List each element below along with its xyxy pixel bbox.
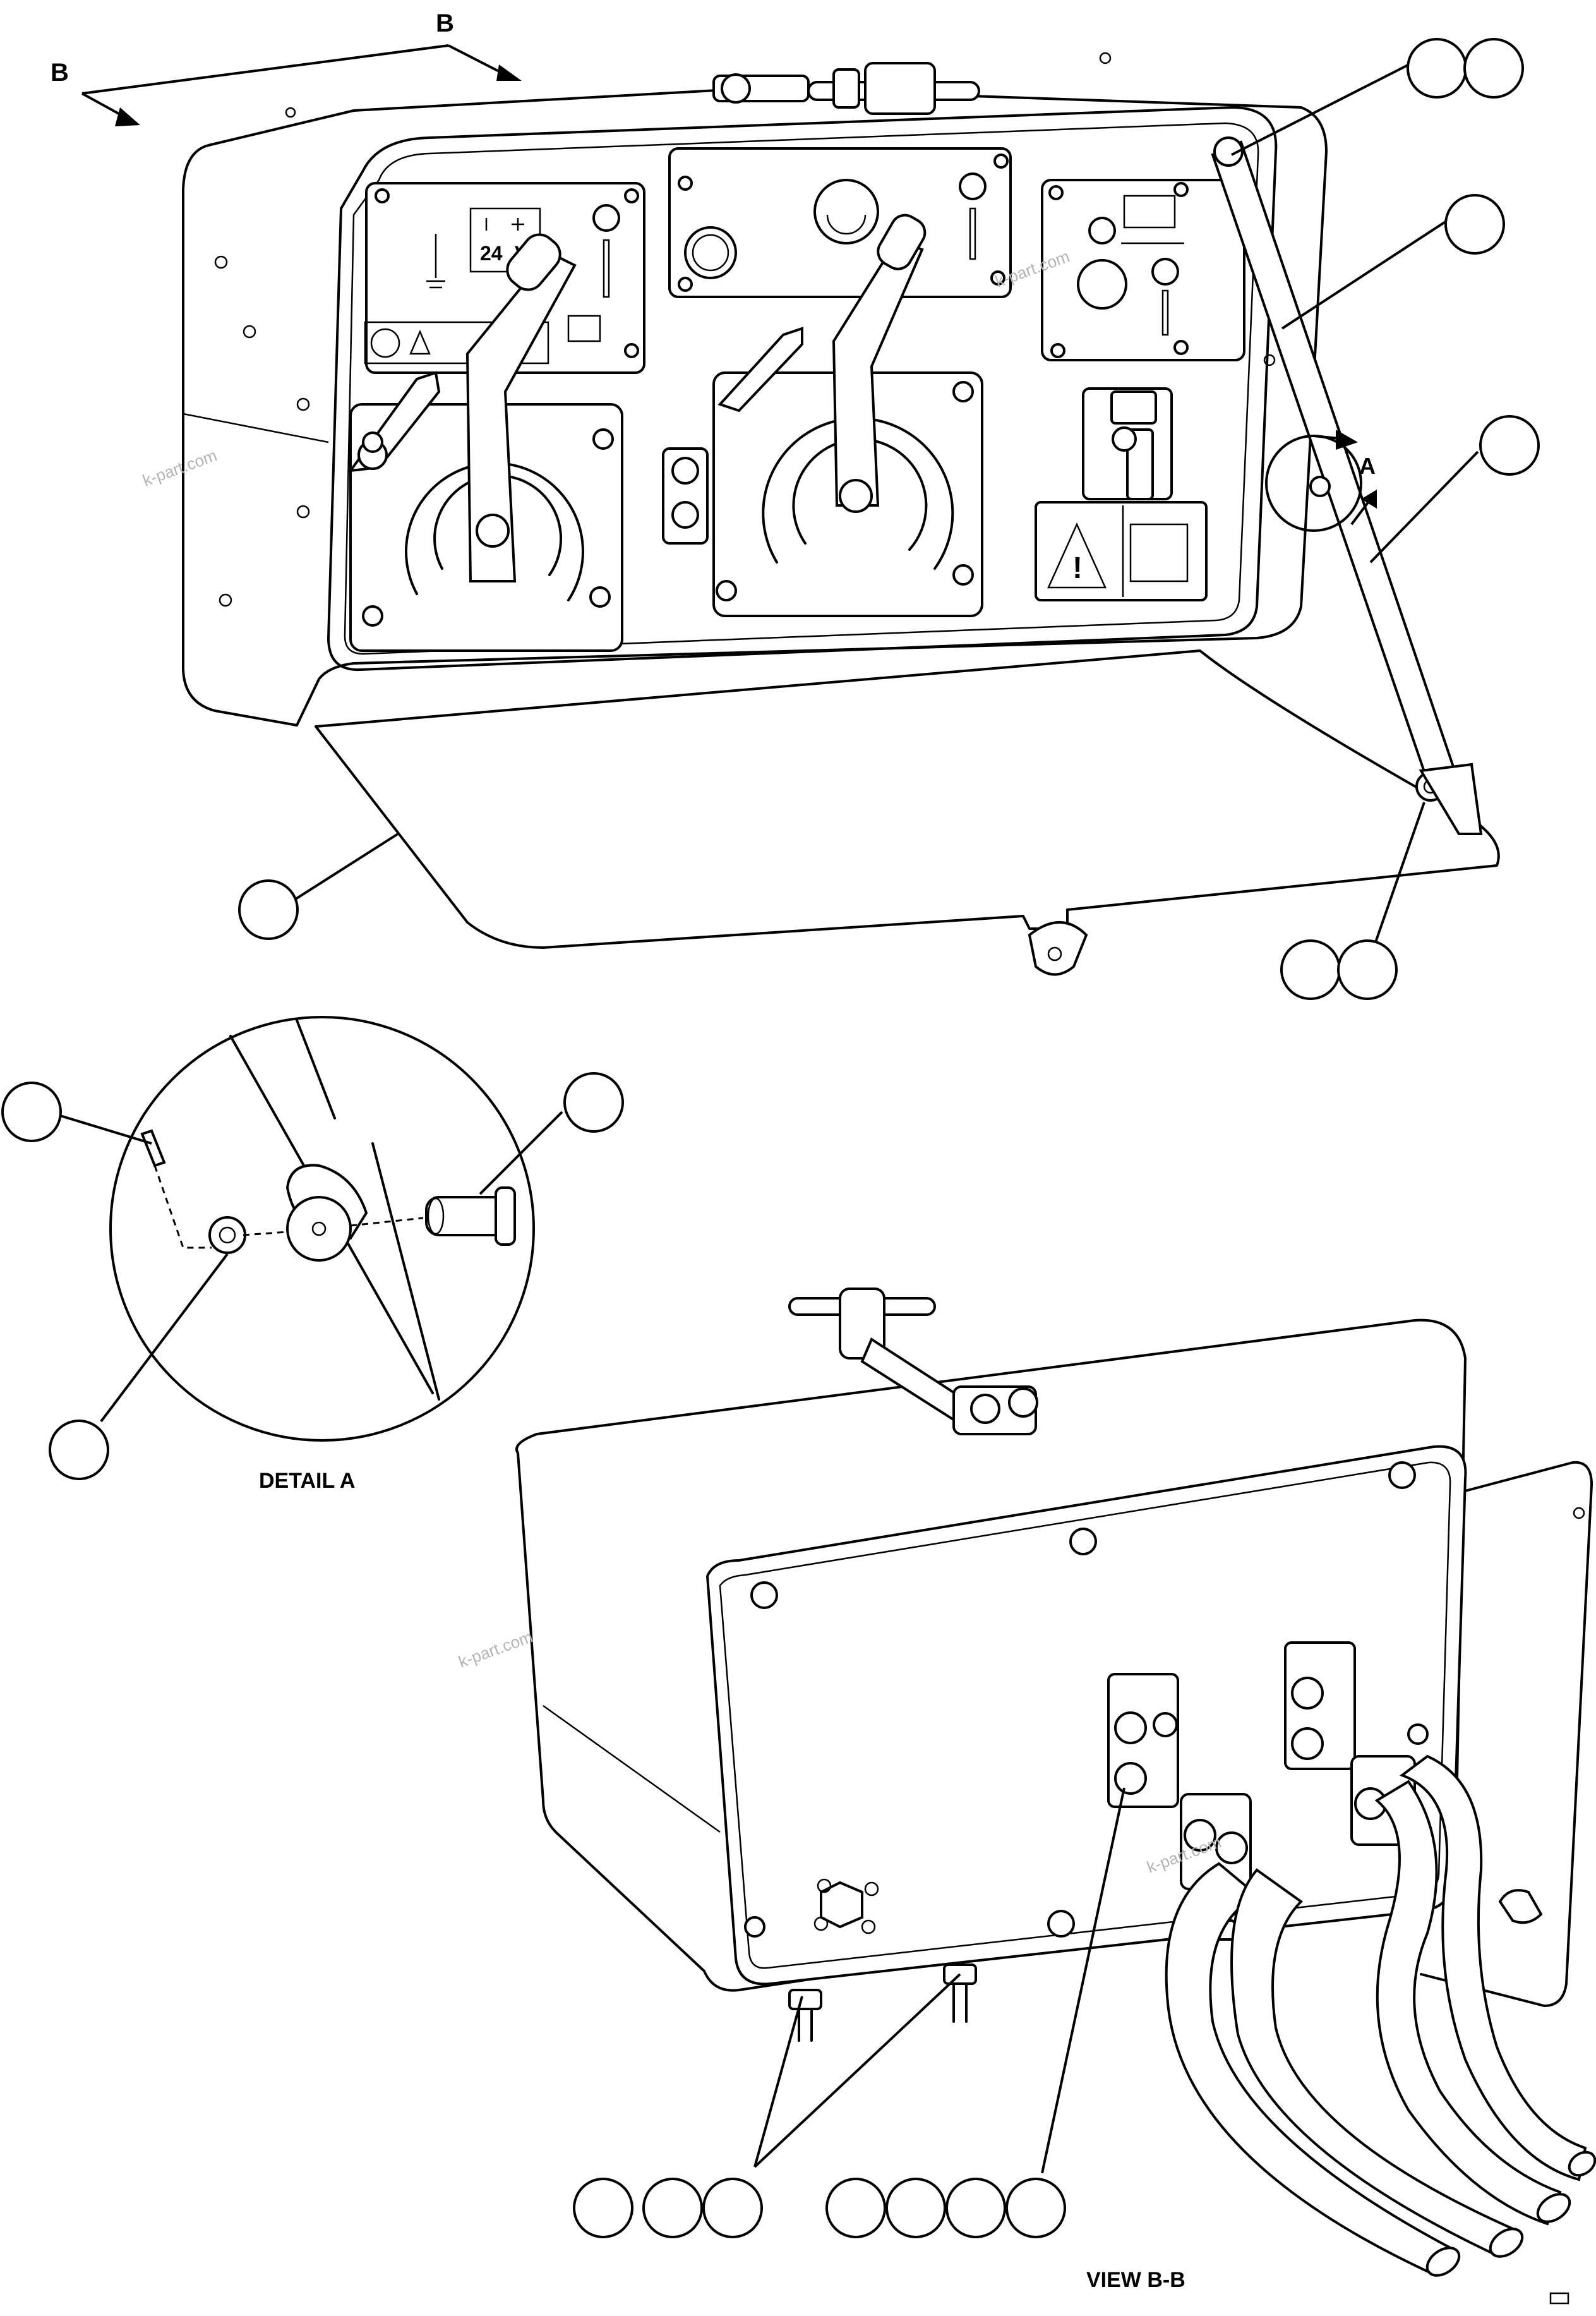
callout-bubble [1280, 939, 1341, 1000]
callouts-top [238, 38, 1540, 1000]
housing-hole [285, 107, 296, 118]
push-button [1077, 259, 1127, 310]
detail-a-title: DETAIL A [259, 1469, 355, 1493]
exclamation-glyph: ! [1072, 552, 1083, 585]
housing-hole [1263, 354, 1276, 366]
callout-bubble [563, 1072, 624, 1133]
rear-latch-handle [788, 1288, 1038, 1435]
flap-latch [1498, 1889, 1543, 1924]
drawing-id-tag [1549, 2292, 1569, 2305]
watermark: k-part.com [456, 1627, 536, 1671]
watermark: k-part.com [140, 445, 220, 490]
warning-icon [409, 329, 431, 355]
voltage-decal: 24 [480, 242, 503, 265]
washer [208, 1216, 246, 1254]
callout-bubble [49, 1420, 109, 1480]
housing-hole [296, 505, 310, 519]
housing-hole [296, 397, 310, 411]
detail-a-view: DETAIL A [1, 1016, 624, 1493]
callout-bubble [1407, 38, 1467, 99]
manual-book-icon [567, 315, 601, 342]
detail-arrow-label: A [1359, 453, 1376, 479]
callout-bubble [825, 2178, 886, 2238]
callout-bubble [238, 879, 299, 940]
key-switch [813, 179, 879, 244]
lock-lever [717, 327, 803, 413]
callout-bubble [1337, 939, 1398, 1000]
section-label-b-top: B [436, 9, 454, 37]
detail-a-circle [109, 1016, 535, 1442]
gauge-icon [370, 328, 400, 358]
top-latch-handle [712, 62, 980, 115]
callout-bubble [1479, 415, 1540, 476]
callout-bubble [1, 1082, 62, 1142]
section-arrow-bb: B B [51, 9, 522, 126]
truck-icon [1123, 195, 1176, 229]
cotter-pin [140, 1129, 166, 1167]
callout-bubble [945, 2178, 1006, 2238]
rear-panel-bolts [744, 1461, 1429, 1938]
indicator-light [959, 172, 987, 200]
left-lever-assembly [347, 233, 623, 652]
section-label-b-left: B [51, 59, 69, 87]
housing-hole [214, 255, 228, 269]
housing-seam [183, 413, 329, 443]
callout-bubble [702, 2178, 763, 2238]
front-panel-inner [344, 122, 1259, 655]
housing-hole [243, 325, 256, 339]
callout-bubble [1005, 2178, 1066, 2238]
rear-panel-inner [719, 1461, 1451, 1969]
cover-flap-edge [1420, 1461, 1593, 2007]
housing-outline [182, 87, 1328, 727]
callout-bubble [885, 2178, 946, 2238]
travel-switch-panel [1041, 179, 1245, 361]
callout-bubble [1463, 38, 1524, 99]
view-bb-title: VIEW B-B [1086, 2268, 1185, 2292]
housing-hole [1573, 1507, 1585, 1519]
toggle-switch-assembly [1082, 387, 1173, 500]
callout-bubble [642, 2178, 703, 2238]
key-switch-panel [668, 147, 1012, 298]
cover-flap [315, 649, 1500, 949]
callout-bubble [573, 2178, 633, 2238]
center-lever-assembly [662, 214, 983, 617]
indicator-light [1151, 258, 1179, 286]
housing-hole [1099, 52, 1112, 64]
flap-latch [1028, 921, 1088, 976]
hex-fitting [813, 1878, 879, 1934]
control-box-front-view: B B 24 V [51, 9, 1500, 976]
front-panel-bezel [327, 106, 1278, 672]
cable-harness [1165, 1754, 1596, 2277]
callout-bubble [1444, 194, 1505, 255]
view-bb: VIEW B-B [515, 1288, 1596, 2292]
housing-hole [219, 593, 232, 607]
support-strut [1211, 136, 1483, 835]
housing-seam [543, 1704, 721, 1833]
manual-book-icon [1129, 523, 1189, 582]
battery-switch-panel: 24 V [364, 182, 645, 374]
warning-triangle-icon [1047, 522, 1107, 589]
warning-decal: ! [1035, 501, 1208, 601]
indicator-light [592, 204, 620, 232]
